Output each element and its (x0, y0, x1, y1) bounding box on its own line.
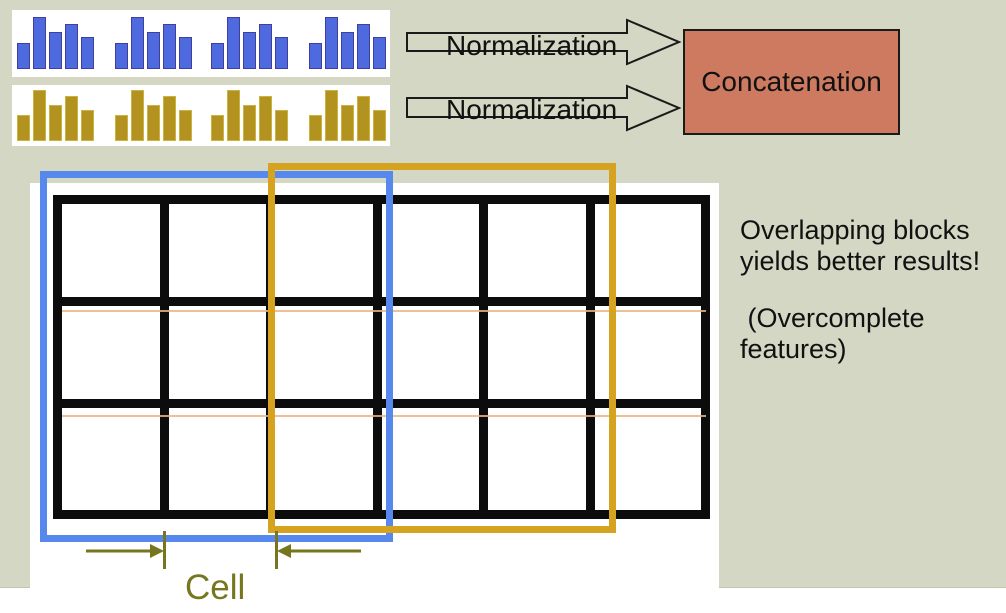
note-line: (Overcomplete (740, 303, 925, 333)
blue-block-outline (40, 171, 393, 542)
histogram-bar (373, 37, 386, 69)
histogram-bar (309, 115, 322, 141)
histogram-bar (65, 24, 78, 69)
grid-cell (275, 408, 382, 510)
histogram-strip-gold (12, 85, 390, 146)
histogram-bar (179, 110, 192, 141)
grid-cell (594, 306, 701, 408)
histogram-bar (309, 43, 322, 69)
histogram-group (115, 90, 192, 141)
grid-cell (62, 408, 169, 510)
histogram-bar (65, 96, 78, 141)
histogram-bar (341, 32, 354, 69)
grid-cell (275, 306, 382, 408)
histogram-group (211, 17, 288, 69)
grid-cell (381, 204, 488, 306)
histogram-bar (259, 96, 272, 141)
histogram-bar (33, 90, 46, 141)
histogram-bar (33, 17, 46, 69)
histogram-bar (131, 17, 144, 69)
notes-text: Overlapping blocks yields better results… (740, 215, 1002, 365)
histogram-bar (179, 37, 192, 69)
histogram-bar (49, 105, 62, 141)
concatenation-label: Concatenation (701, 66, 882, 97)
cell-label: Cell (185, 568, 246, 607)
note-line: Overlapping blocks (740, 215, 970, 245)
histogram-group (17, 17, 94, 69)
histogram-group (211, 90, 288, 141)
histogram-bar (357, 96, 370, 141)
histogram-bar (163, 96, 176, 141)
histogram-bar (17, 43, 30, 69)
histogram-bar (115, 43, 128, 69)
note-line: yields better results! (740, 246, 981, 276)
histogram-bar (341, 105, 354, 141)
grid-cell (381, 306, 488, 408)
detection-grid (53, 195, 710, 519)
histogram-bar (163, 24, 176, 69)
histogram-bar (243, 105, 256, 141)
histogram-bar (259, 24, 272, 69)
histogram-bar (227, 17, 240, 69)
note-line: features) (740, 334, 847, 364)
histogram-bar (243, 32, 256, 69)
normalization-label-top: Normalization (446, 30, 618, 61)
grid-cell (62, 204, 169, 306)
histogram-bar (325, 17, 338, 69)
histogram-bar (275, 110, 288, 141)
grid-cell (382, 408, 488, 510)
histogram-bar (17, 115, 30, 141)
histogram-strip-blue (12, 10, 390, 77)
histogram-group (309, 17, 386, 69)
histogram-group (115, 17, 192, 69)
grid-cell (594, 204, 701, 306)
histogram-bar (373, 110, 386, 141)
histogram-bar (211, 43, 224, 69)
histogram-bar (49, 32, 62, 69)
grid-cell (488, 306, 595, 408)
histogram-group (17, 90, 94, 141)
histogram-bar (81, 110, 94, 141)
histogram-bar (131, 90, 144, 141)
histogram-bar (275, 37, 288, 69)
grid-cell (62, 306, 169, 408)
peach-accent-line (62, 310, 706, 312)
grid-cell (488, 204, 595, 306)
peach-accent-line (62, 415, 706, 417)
histogram-bar (147, 32, 160, 69)
grid-cell (488, 408, 595, 510)
gold-block-outline (268, 163, 616, 533)
concatenation-box: Concatenation (683, 29, 900, 135)
histogram-bar (81, 37, 94, 69)
histogram-bar (147, 105, 160, 141)
histogram-bar (357, 24, 370, 69)
histogram-bar (227, 90, 240, 141)
histogram-bar (115, 115, 128, 141)
histogram-group (309, 90, 386, 141)
histogram-bar (325, 90, 338, 141)
histogram-bar (211, 115, 224, 141)
normalization-label-bottom: Normalization (446, 94, 618, 125)
grid-cell (275, 204, 382, 306)
